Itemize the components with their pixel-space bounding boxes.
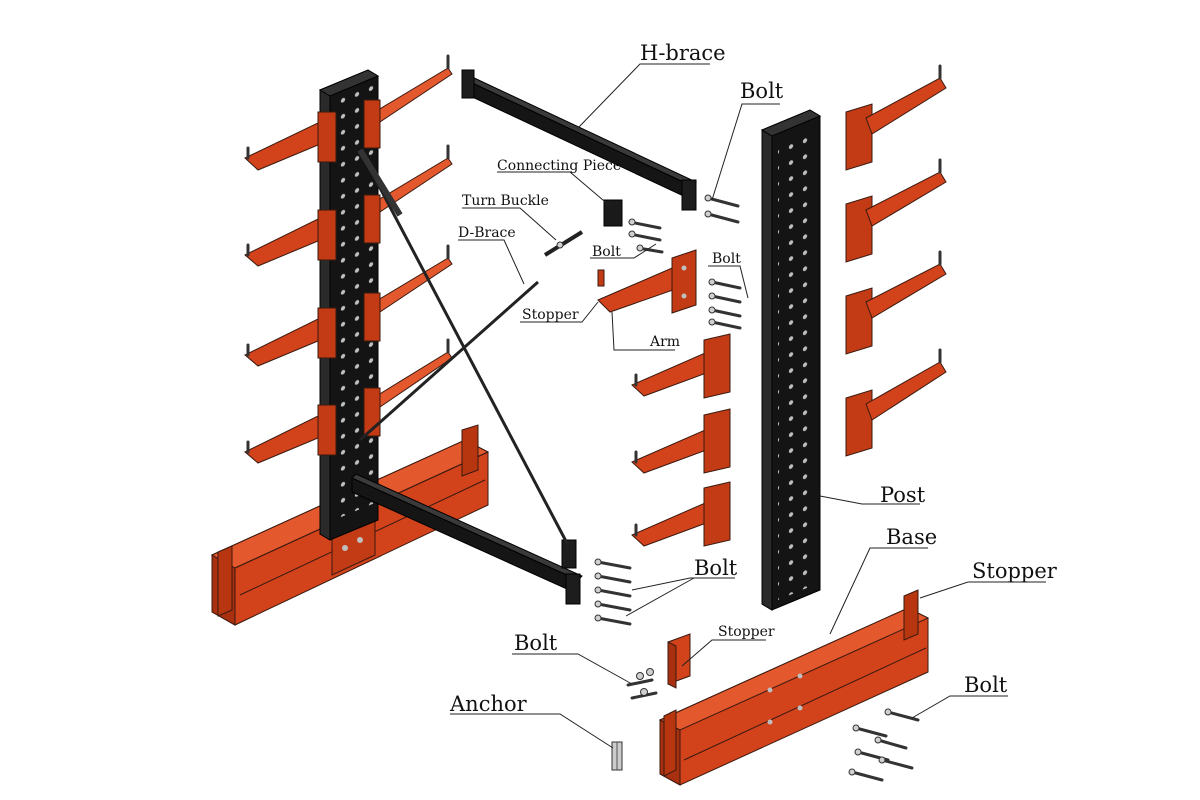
stack-arm <box>631 408 731 474</box>
h-brace-bolts-part <box>704 194 740 224</box>
assembled-rack <box>210 54 697 626</box>
loose-base-part <box>658 589 930 786</box>
label-post: Post <box>880 483 926 507</box>
label-stopper-small: Stopper <box>718 624 775 640</box>
loose-post-part <box>760 109 822 611</box>
label-base: Base <box>886 525 937 549</box>
assembled-arm <box>244 244 453 367</box>
label-bolt-mid: Bolt <box>592 244 621 260</box>
column-arm <box>845 348 947 457</box>
assembled-arm <box>244 54 453 171</box>
label-bolt-left: Bolt <box>514 631 558 655</box>
leader-lines <box>450 63 1046 749</box>
base-bolts-part <box>848 708 920 782</box>
label-stopper-right: Stopper <box>972 559 1058 583</box>
stack-arm <box>631 333 731 399</box>
small-stopper-part <box>667 633 691 689</box>
column-arm <box>845 64 947 171</box>
assembled-arm <box>244 144 453 267</box>
lower-bolts-part <box>594 558 632 626</box>
label-bolt-lower: Bolt <box>694 556 738 580</box>
stopper-bolts-part <box>626 668 658 700</box>
stack-arm <box>631 481 731 547</box>
assembled-arms <box>244 54 453 464</box>
column-arm <box>845 158 947 263</box>
turn-buckle-part <box>543 230 584 257</box>
labels: H-brace Bolt Connecting Piece Turn Buckl… <box>449 41 1058 716</box>
label-d-brace: D-Brace <box>458 225 516 241</box>
label-bolt-bottom: Bolt <box>964 673 1008 697</box>
arm-bolts-part <box>708 278 742 330</box>
loose-arm-part <box>597 249 697 314</box>
label-bolt-top: Bolt <box>740 79 784 103</box>
right-arm-column <box>845 64 947 457</box>
label-connecting-piece: Connecting Piece <box>497 158 621 174</box>
label-arm: Arm <box>649 334 680 350</box>
assembled-d-braces <box>357 148 570 546</box>
label-stopper-arm: Stopper <box>522 307 579 323</box>
middle-arm-stack <box>631 333 731 547</box>
anchor-part <box>611 741 623 771</box>
column-arm <box>845 250 947 355</box>
label-h-brace: H-brace <box>640 41 726 65</box>
label-anchor: Anchor <box>449 692 528 716</box>
label-turn-buckle: Turn Buckle <box>462 193 549 209</box>
assembled-h-braces <box>351 69 697 605</box>
arm-stopper-part <box>597 269 605 287</box>
connecting-piece-part <box>603 199 664 254</box>
label-bolt-right: Bolt <box>712 251 741 267</box>
